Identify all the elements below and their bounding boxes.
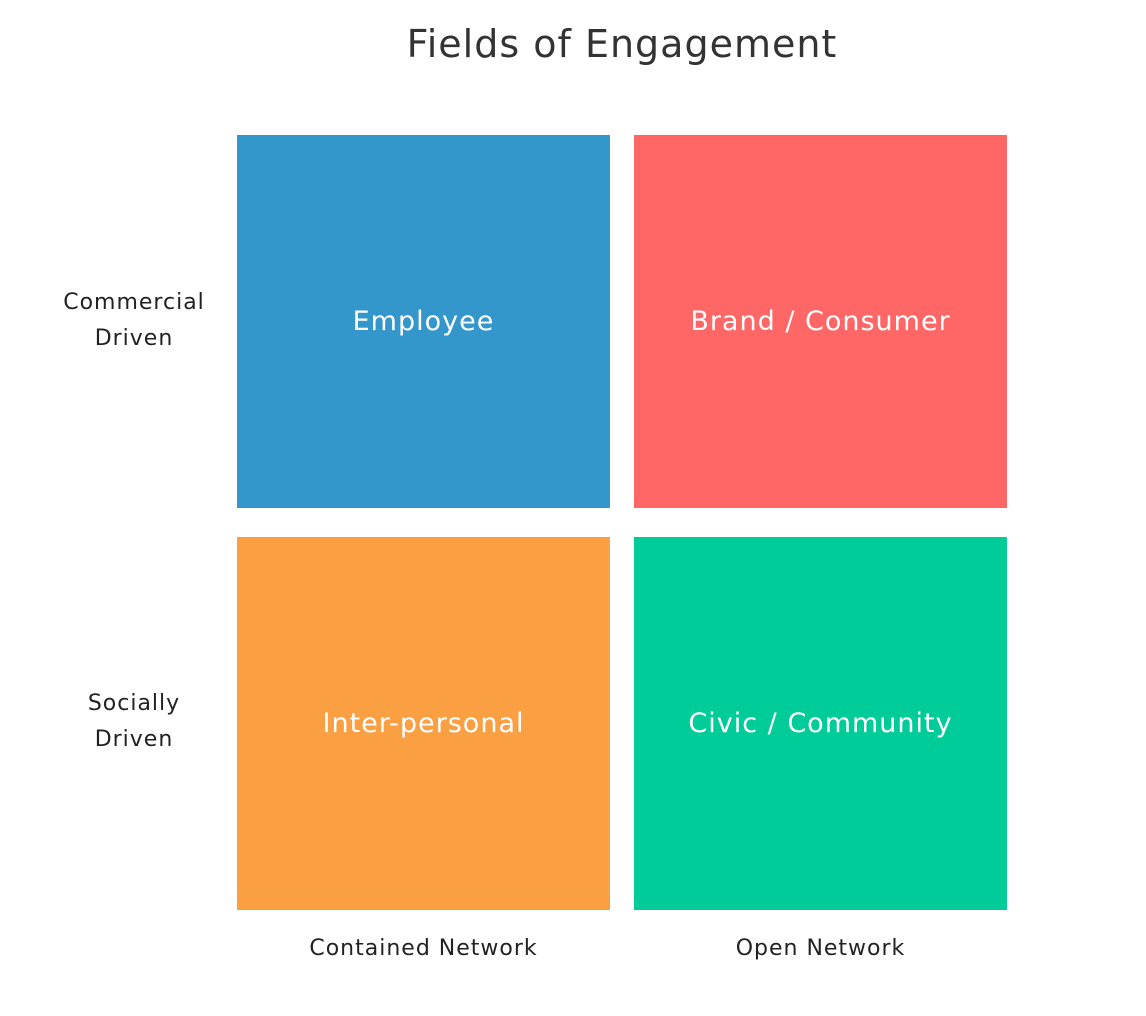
row-label-line: Socially	[87, 691, 181, 716]
quadrant-brand-consumer: Brand / Consumer	[634, 135, 1007, 508]
quadrant-civic-community: Civic / Community	[634, 537, 1007, 910]
row-label-line: Driven	[94, 727, 174, 752]
quadrant-label: Employee	[352, 306, 495, 337]
column-label-open-network: Open Network	[735, 936, 906, 961]
quadrant-label: Inter-personal	[322, 708, 525, 739]
row-label-line: Commercial	[63, 290, 205, 315]
column-label-contained-network: Contained Network	[309, 936, 538, 961]
quadrant-label: Civic / Community	[688, 708, 953, 739]
row-label-line: Driven	[94, 326, 174, 351]
quadrant-employee: Employee	[237, 135, 610, 508]
quadrant-label: Brand / Consumer	[690, 306, 951, 337]
diagram-title: Fields of Engagement	[406, 22, 838, 66]
row-label-socially-driven: Socially Driven	[34, 686, 234, 758]
row-label-commercial-driven: Commercial Driven	[34, 285, 234, 357]
quadrant-inter-personal: Inter-personal	[237, 537, 610, 910]
